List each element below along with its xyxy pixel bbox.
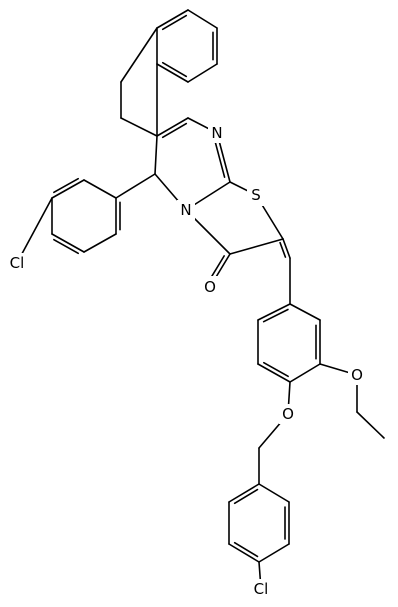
single-bond-line [289,363,321,383]
atom-o-benzyloxy: O [282,405,294,423]
atom-mask [348,365,366,385]
atom-mask [201,276,219,298]
single-bond-line [83,233,117,253]
bond-layer [16,9,385,590]
atom-mask [177,200,195,220]
double-bond-line [51,233,85,253]
single-bond-line [16,197,53,264]
double-bond-line [263,361,289,378]
double-bond-line [257,363,291,383]
atom-mask [208,123,226,143]
double-bond-line [161,61,188,78]
atom-mask [4,253,30,273]
single-bond-line [258,483,290,503]
atom-mask [247,184,265,206]
single-bond-line [187,9,218,29]
double-bond-line [233,541,259,558]
double-bond-line [228,483,260,503]
double-bond-line [51,179,85,199]
double-bond-line [53,238,79,255]
single-bond-line [229,238,284,255]
double-bond-line [282,238,291,259]
double-bond-line [257,303,291,321]
atom-mask [248,579,274,599]
single-bond-line [120,117,158,137]
atom-label-layer: N N S O O O Cl Cl [4,123,366,599]
single-bond-line [120,27,158,83]
atom-n-ring: N [180,201,191,219]
double-bond-line [156,9,189,29]
double-bond-line [156,117,189,137]
atom-n-imine: N [211,124,222,142]
single-bond-line [83,179,117,199]
single-bond-line [289,303,321,321]
double-bond-line [233,488,259,505]
atom-o-ethoxy: O [351,366,363,384]
atom-cl-bottom: Cl [254,580,269,598]
single-bond-line [187,63,218,83]
atom-mask [279,404,297,424]
double-bond-line [161,122,188,139]
double-bond-line [53,177,79,194]
double-bond-line [213,139,226,178]
double-bond-line [279,241,287,258]
double-bond-line [228,543,260,563]
double-bond-line [262,308,289,323]
atom-s: S [251,186,261,204]
single-bond-line [115,173,156,199]
atom-cl-top: Cl [10,254,25,272]
single-bond-line [356,411,385,439]
atom-o-carbonyl: O [204,278,216,296]
single-bond-line [258,543,290,563]
double-bond-line [161,14,188,31]
single-bond-line [154,135,158,175]
double-bond-line [156,63,189,83]
